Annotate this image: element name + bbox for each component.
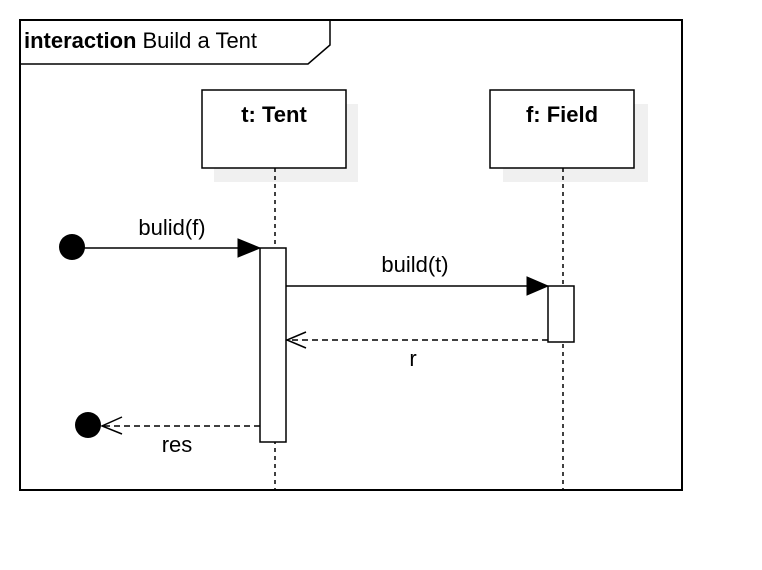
message-label-build: build(t) [381, 252, 448, 277]
frame-name: Build a Tent [142, 28, 257, 53]
found-message-start-dot [59, 234, 85, 260]
activation-bar-tent[interactable] [259, 247, 287, 443]
message-label-bulid: bulid(f) [138, 215, 205, 240]
filled-arrowhead-icon [237, 238, 262, 258]
message-label-res: res [162, 432, 193, 457]
open-arrowhead-icon [285, 331, 307, 349]
interaction-frame [19, 19, 683, 491]
lifeline-label-tent: t: Tent [241, 102, 307, 127]
message-label-r: r [409, 346, 416, 371]
lifeline-label-field: f: Field [526, 102, 598, 127]
filled-arrowhead-icon [526, 276, 550, 296]
open-arrowhead-icon [100, 416, 123, 435]
frame-keyword: interaction [24, 28, 136, 53]
frame-tab [20, 19, 331, 65]
activation-bar-field[interactable] [547, 285, 575, 343]
lifeline-head-tent[interactable] [201, 89, 347, 169]
lost-message-end-dot [75, 412, 101, 438]
lifeline-head-field[interactable] [489, 89, 635, 169]
